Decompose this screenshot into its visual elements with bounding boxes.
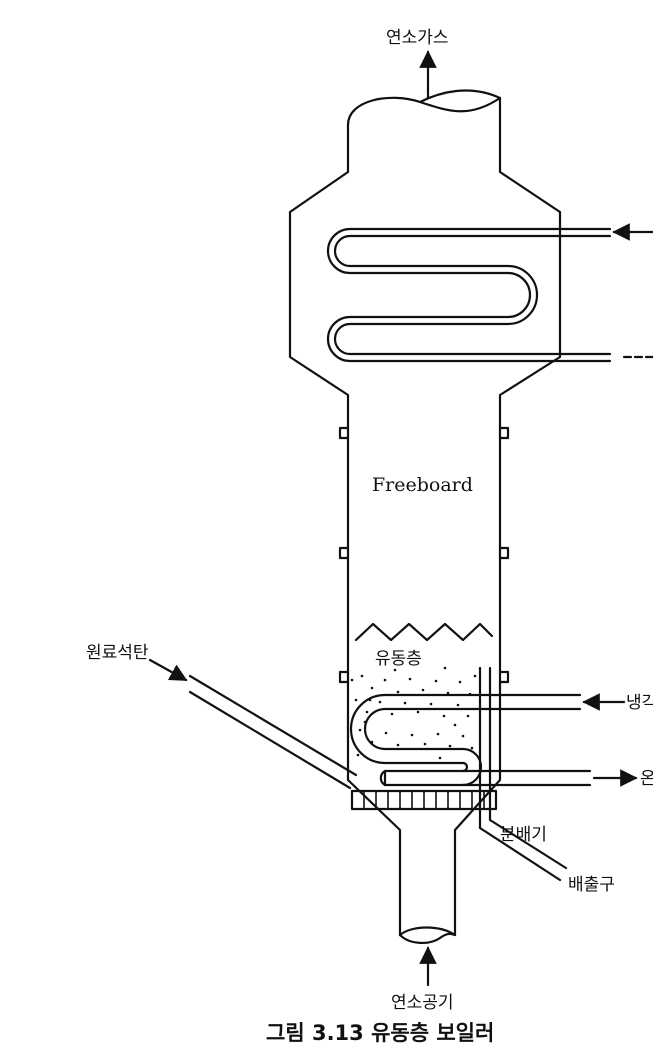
cooling-water-label: 냉각수 [626, 693, 653, 713]
bed-particles [350, 666, 477, 760]
distributor-nozzles [363, 791, 485, 809]
distributor-label: 분배기 [500, 825, 547, 845]
inlet-bottom-inner [398, 926, 457, 937]
exhaust-gas-label: 연소가스 [386, 28, 449, 48]
outlet-label: 온 [640, 769, 653, 789]
bed-surface [354, 622, 494, 642]
vessel-outline [288, 123, 562, 937]
discharge-pipe [478, 666, 568, 882]
upper-coil-inner [333, 234, 612, 356]
coal-feed-pipe [188, 674, 358, 790]
inlet-bottom-cut [398, 932, 457, 944]
stack-top-cut-inner [418, 89, 502, 104]
combustion-air-label: 연소공기 [391, 993, 454, 1013]
coal-feed-arrow [148, 658, 188, 682]
raw-coal-label: 원료석탄 [86, 643, 149, 663]
bed-coil-return [379, 769, 592, 787]
discharge-label: 배출구 [568, 875, 615, 895]
freeboard-label: Freeboard [372, 474, 473, 496]
stack-top-cut [346, 96, 502, 127]
fluidized-bed-label: 유동층 [375, 649, 422, 669]
figure-caption: 그림 3.13 유동층 보일러 [266, 1021, 494, 1045]
flanges [338, 426, 510, 684]
upper-coil-outer [326, 227, 612, 363]
